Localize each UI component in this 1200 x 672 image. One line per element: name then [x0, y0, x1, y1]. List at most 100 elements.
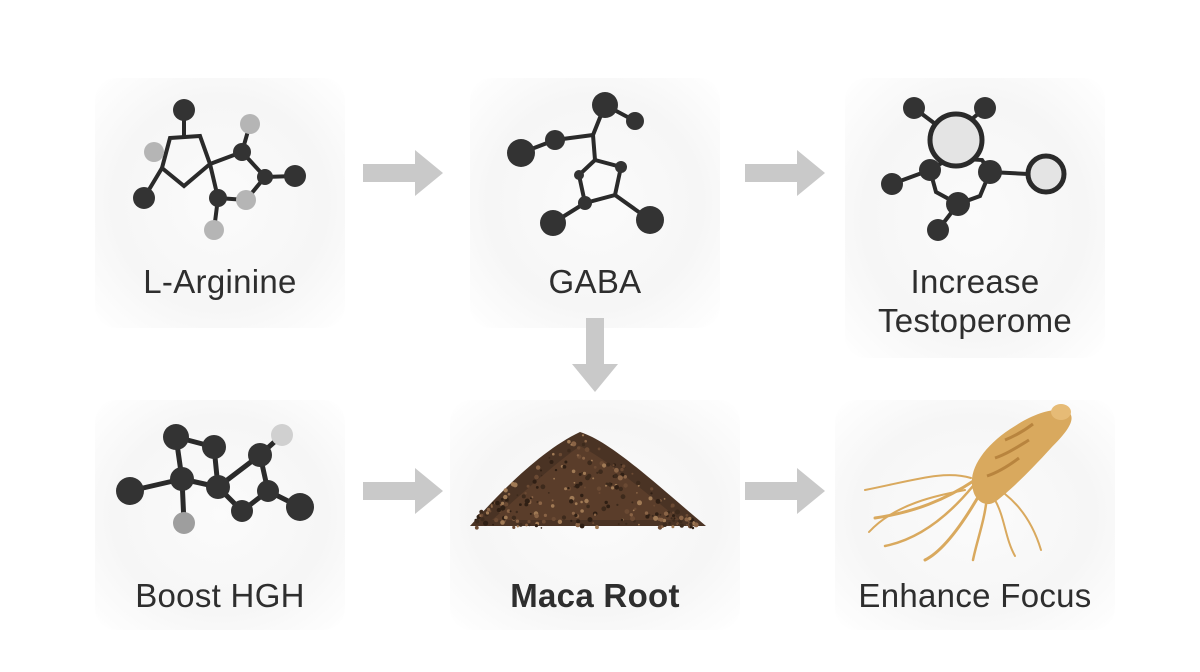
powder-grain	[587, 517, 593, 523]
arrow-l-arginine-to-gaba	[363, 150, 443, 196]
powder-grain	[611, 486, 615, 490]
powder-grain	[504, 502, 509, 507]
powder-grain	[645, 514, 650, 519]
powder-grain	[474, 519, 480, 524]
label-l-arginine: L-Arginine	[143, 263, 297, 300]
powder-grain	[613, 473, 618, 479]
powder-grain	[581, 472, 583, 474]
powder-grain	[662, 518, 667, 523]
powder-grain	[516, 525, 519, 528]
powder-grain	[548, 457, 551, 459]
powder-grain	[617, 523, 620, 525]
powder-grain	[479, 514, 482, 517]
powder-grain	[618, 486, 623, 492]
powder-grain	[521, 494, 526, 499]
powder-grain	[569, 499, 574, 504]
powder-grain	[614, 485, 619, 490]
powder-grain	[592, 522, 595, 525]
powder-grain	[500, 520, 505, 525]
powder-grain	[583, 486, 586, 489]
powder-grain	[685, 523, 688, 526]
powder-grain	[653, 515, 659, 521]
powder-grain	[490, 505, 493, 508]
powder-grain	[564, 487, 568, 491]
powder-grain	[524, 492, 527, 495]
powder-grain	[506, 509, 511, 513]
powder-grain	[629, 513, 633, 517]
powder-grain	[557, 519, 563, 524]
powder-grain	[623, 483, 628, 488]
powder-grain	[551, 499, 554, 502]
powder-grain	[534, 513, 539, 519]
powder-grain	[526, 484, 530, 488]
powder-grain	[605, 484, 607, 487]
powder-grain	[587, 473, 592, 479]
powder-grain	[659, 517, 664, 522]
powder-grain	[491, 501, 494, 505]
powder-grain	[540, 527, 543, 529]
powder-grain	[598, 469, 603, 474]
powder-grain	[531, 496, 534, 499]
l-arginine-molecule-icon	[133, 99, 306, 240]
powder-grain	[486, 507, 491, 512]
powder-grain	[693, 523, 695, 525]
tile-gaba	[470, 78, 720, 328]
powder-grain	[595, 525, 599, 530]
powder-grain	[581, 434, 585, 437]
powder-grain	[561, 515, 567, 520]
powder-grain	[575, 522, 581, 528]
powder-grain	[689, 525, 693, 529]
powder-grain	[653, 504, 656, 507]
powder-grain	[540, 469, 542, 472]
powder-grain	[685, 514, 689, 517]
powder-grain	[480, 517, 485, 522]
powder-grain	[650, 492, 653, 495]
powder-grain	[596, 486, 602, 491]
arrow-gaba-to-testoperome	[745, 150, 825, 196]
powder-grain	[558, 452, 563, 457]
powder-grain	[530, 497, 532, 499]
powder-grain	[570, 443, 573, 446]
powder-grain	[579, 523, 585, 529]
maca-powder-pile-icon	[470, 432, 706, 530]
powder-grain	[538, 501, 543, 505]
label-enhance-focus: Enhance Focus	[858, 577, 1092, 614]
arrow-boost-hgh-to-maca-root	[363, 468, 443, 514]
powder-grain	[650, 487, 654, 491]
powder-grain	[507, 492, 511, 496]
powder-grain	[651, 514, 654, 517]
label-gaba: GABA	[548, 263, 642, 300]
powder-grain	[623, 475, 627, 479]
arrow-gaba-to-maca-root	[572, 318, 618, 392]
powder-grain	[485, 511, 489, 514]
powder-grain	[576, 519, 581, 524]
powder-grain	[632, 509, 635, 512]
powder-grain	[515, 519, 520, 523]
powder-grain	[663, 511, 669, 516]
powder-grain	[541, 519, 546, 524]
powder-grain	[606, 504, 611, 509]
powder-grain	[587, 460, 593, 466]
powder-grain	[534, 524, 538, 528]
powder-grain	[534, 474, 539, 480]
powder-grain	[527, 519, 531, 524]
powder-grain	[630, 516, 636, 522]
powder-grain	[673, 517, 676, 520]
powder-grain	[578, 472, 582, 476]
powder-grain	[515, 510, 518, 514]
powder-grain	[503, 488, 508, 493]
powder-grain	[662, 522, 668, 527]
powder-grain	[672, 514, 675, 518]
powder-grain	[637, 500, 642, 506]
powder-grain	[492, 523, 494, 526]
powder-grain	[567, 439, 571, 444]
powder-grain	[495, 500, 500, 506]
label-boost-hgh: Boost HGH	[135, 577, 305, 614]
powder-grain	[663, 498, 666, 500]
powder-grain	[552, 452, 555, 456]
powder-grain	[553, 477, 555, 480]
powder-grain	[631, 501, 634, 504]
powder-grain	[684, 517, 689, 522]
powder-grain	[617, 475, 623, 481]
powder-grain	[500, 505, 506, 511]
